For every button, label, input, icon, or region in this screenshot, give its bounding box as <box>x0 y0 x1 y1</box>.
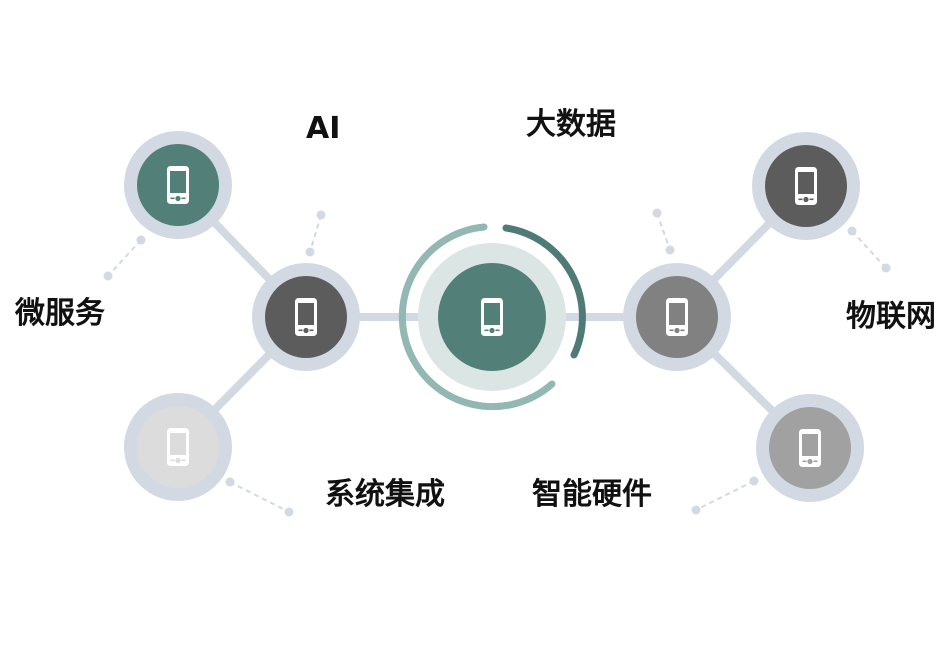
accent-dot <box>284 507 294 517</box>
phone-icon <box>167 166 189 204</box>
accent-dot <box>691 505 701 515</box>
node-bottom-right <box>756 394 864 502</box>
node-center <box>398 223 586 411</box>
phone-icon <box>167 428 189 466</box>
accent-dot <box>881 263 891 273</box>
phone-icon <box>666 298 688 336</box>
label-smart-hardware: 智能硬件 <box>532 477 652 512</box>
accent-dot <box>316 210 326 220</box>
node-left-hub <box>252 263 360 371</box>
phone-icon <box>295 298 317 336</box>
accent-dot <box>136 235 146 245</box>
accent-dot <box>103 271 113 281</box>
phone-icon <box>481 298 503 336</box>
node-right-hub <box>623 263 731 371</box>
accent-dot <box>749 476 759 486</box>
phone-icon <box>799 429 821 467</box>
node-bottom-left <box>124 393 232 501</box>
label-ai: AI <box>306 111 341 146</box>
accent-dot <box>305 247 315 257</box>
ring-arc-light <box>398 223 556 411</box>
phone-icon <box>795 167 817 205</box>
accent-dot <box>225 477 235 487</box>
ring-arc-dark <box>502 224 586 359</box>
accent-dot <box>665 245 675 255</box>
center-ring <box>398 223 586 411</box>
accent-dot <box>847 226 857 236</box>
accent-dot <box>652 208 662 218</box>
label-system-integration: 系统集成 <box>325 477 445 512</box>
node-top-left <box>124 131 232 239</box>
label-iot: 物联网 <box>846 299 936 334</box>
node-top-right <box>752 132 860 240</box>
label-big-data: 大数据 <box>526 107 616 142</box>
label-microservices: 微服务 <box>15 296 105 331</box>
dashed-accents <box>103 208 891 517</box>
